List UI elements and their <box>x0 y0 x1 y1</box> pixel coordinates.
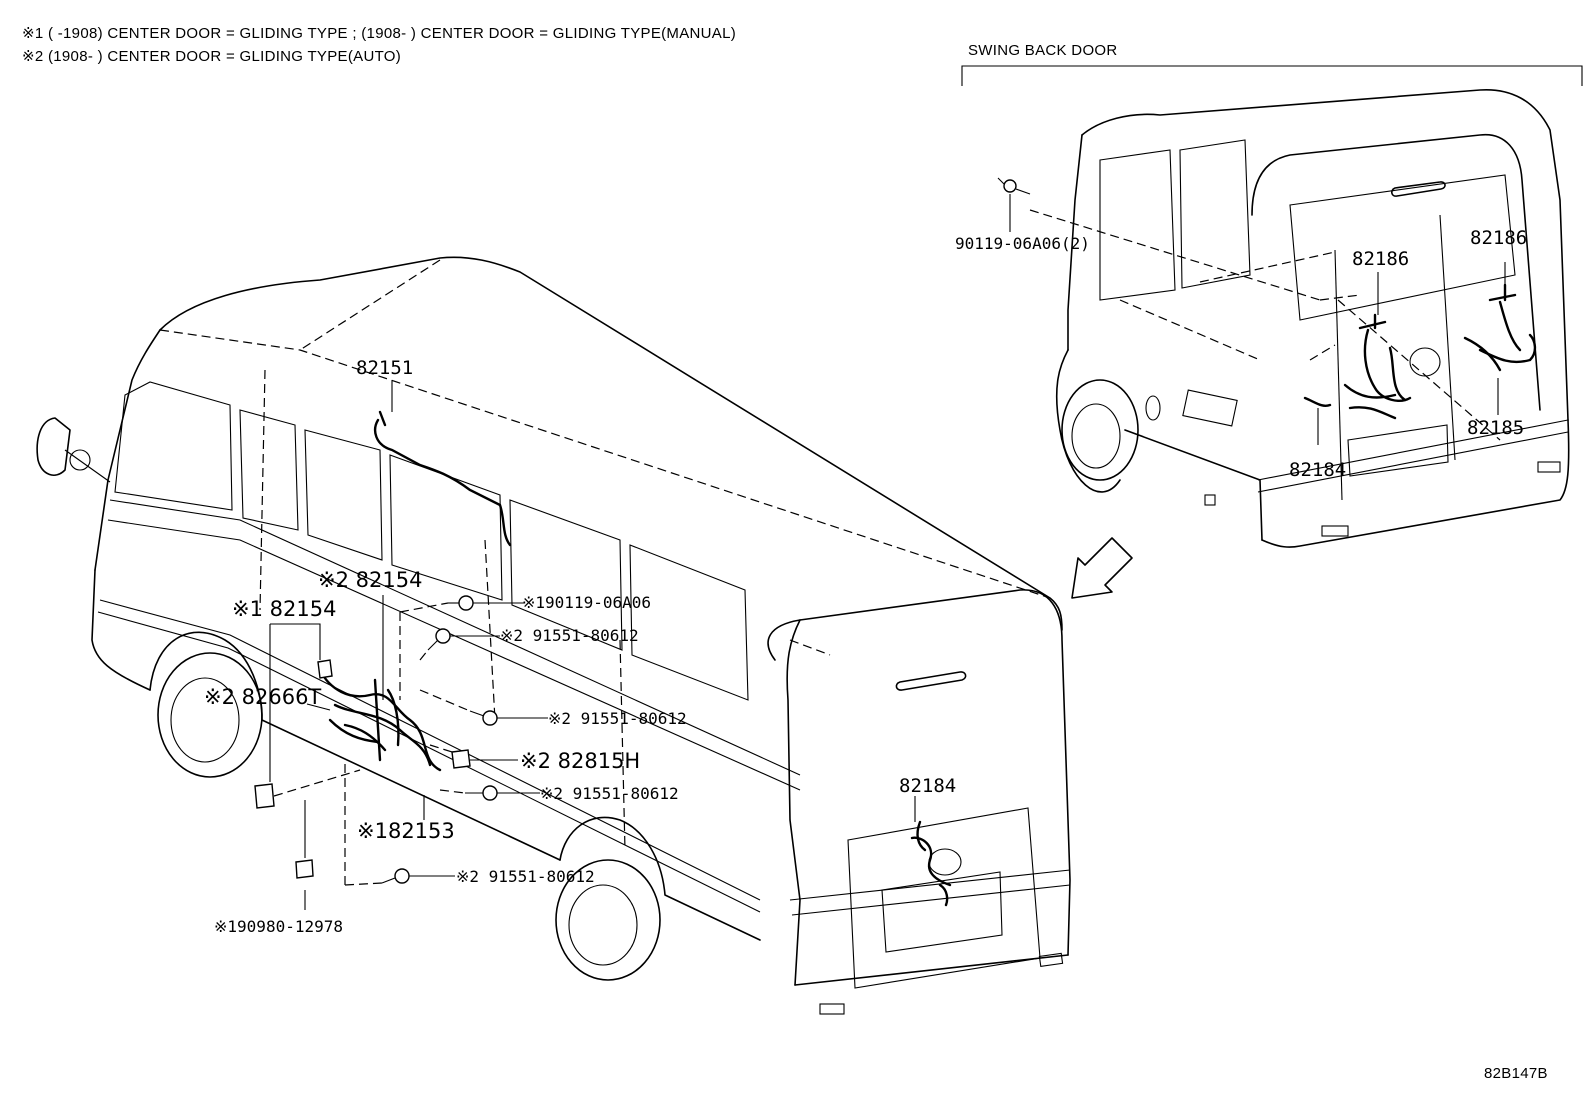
label-82153: ※182153 <box>357 819 455 843</box>
connector-82666T <box>254 783 275 809</box>
hidden-lines <box>159 259 1051 851</box>
inset-harness-82185 <box>1463 333 1537 372</box>
figure-id: 82B147B <box>1484 1065 1548 1082</box>
side-harness-cluster <box>317 659 442 772</box>
label-inset-82186-b: 82186 <box>1470 227 1527 249</box>
callout-lines-left <box>269 595 425 910</box>
clip-90980-12978 <box>295 859 314 879</box>
label-82815H: ※2 82815H <box>520 749 640 773</box>
label-inset-82184: 82184 <box>1289 459 1346 481</box>
label-91551-d: ※2 91551-80612 <box>456 867 595 886</box>
label-82666T: ※2 82666T <box>204 685 321 709</box>
label-inset-90119: 90119-06A06(2) <box>955 234 1090 253</box>
inset-bracket <box>961 65 1583 86</box>
bolt-91551-a <box>427 628 500 651</box>
bolt-90119-06A06 <box>448 595 525 611</box>
label-82151: 82151 <box>356 357 413 379</box>
label-91551-a: ※2 91551-80612 <box>500 626 639 645</box>
inset-hidden-lines <box>1029 209 1501 441</box>
bolt-91551-d <box>381 868 455 884</box>
note-line-2: ※2 (1908- ) CENTER DOOR = GLIDING TYPE(A… <box>22 48 401 65</box>
note-line-1: ※1 ( -1908) CENTER DOOR = GLIDING TYPE ;… <box>22 25 736 42</box>
label-82154-s1: ※1 82154 <box>232 597 336 621</box>
bolt-91551-c <box>465 785 540 801</box>
rear-harness-82184 <box>910 820 952 907</box>
inset-harness-82186-b <box>1488 283 1522 352</box>
label-91551-b: ※2 91551-80612 <box>548 709 687 728</box>
view-arrow <box>1071 537 1133 599</box>
label-91551-c: ※2 91551-80612 <box>540 784 679 803</box>
label-inset-82185: 82185 <box>1467 417 1524 439</box>
label-90119-06A06: ※190119-06A06 <box>522 593 651 612</box>
label-inset-82186-a: 82186 <box>1352 248 1409 270</box>
bolt-91551-b <box>469 710 548 726</box>
dashed-leaders-left <box>273 602 471 886</box>
inset-title: SWING BACK DOOR <box>968 42 1118 59</box>
inset-bolt-90119 <box>997 177 1031 232</box>
label-82154-s2: ※2 82154 <box>318 568 422 592</box>
inset-van-outline <box>1055 89 1570 548</box>
inset-harness-82186-a <box>1343 313 1412 420</box>
label-82184-main: 82184 <box>899 775 956 797</box>
clip-82815H <box>451 749 518 769</box>
main-van-outline <box>36 256 1071 1015</box>
inset-leaders <box>1317 262 1506 445</box>
inset-harness-82184 <box>1303 396 1332 407</box>
label-90980-12978: ※190980-12978 <box>214 917 343 936</box>
roof-harness-82151 <box>374 410 512 547</box>
